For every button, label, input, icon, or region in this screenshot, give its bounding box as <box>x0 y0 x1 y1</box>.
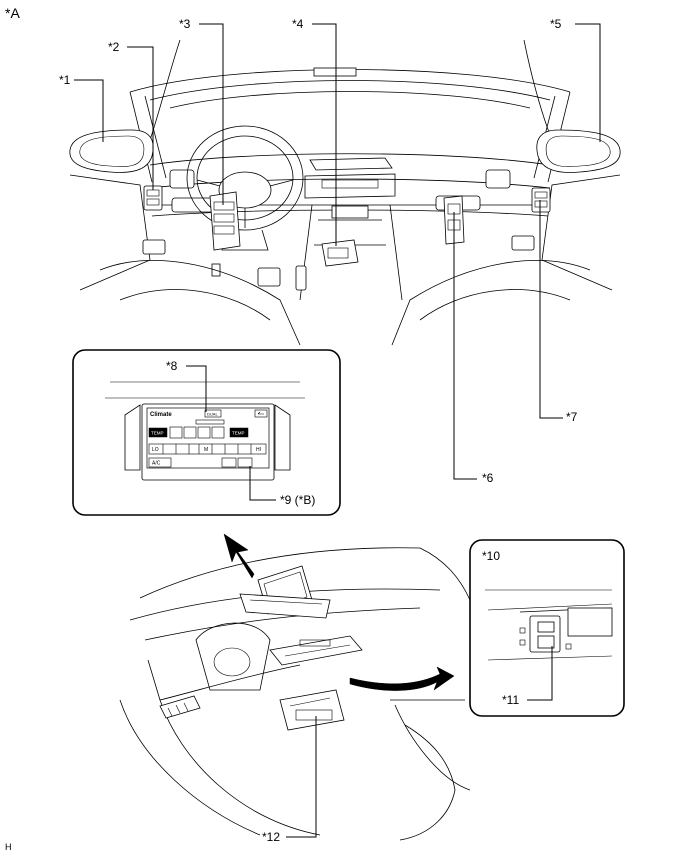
screen-fan-lo: LO <box>152 447 159 453</box>
callout-4: *4 <box>292 17 304 31</box>
dash-perspective-view <box>119 533 471 841</box>
screen-temp-right: TEMP <box>232 431 245 436</box>
callout-6: *6 <box>482 471 494 485</box>
callout-2: *2 <box>108 40 120 54</box>
switch-detail <box>485 589 613 661</box>
callout-5: *5 <box>550 17 562 31</box>
screen-temp-left: TEMP <box>151 431 164 436</box>
callout-9: *9 (*B) <box>280 493 315 507</box>
screen-title: Climate <box>150 412 172 418</box>
screen-fan-hi: HI <box>256 447 261 453</box>
callout-11: *11 <box>502 693 519 707</box>
view-a-label: *A <box>5 5 20 21</box>
interior-view <box>69 39 621 346</box>
callout-12: *12 <box>262 830 280 844</box>
screen-ac-button: A/C <box>152 461 161 467</box>
callout-3: *3 <box>179 17 191 31</box>
corner-code: H <box>5 842 12 852</box>
screen-dual-button: DUAL <box>207 412 218 417</box>
screen-detail: Climate DUAL TEMP TEMP LO M HI A/C <box>105 381 305 481</box>
callout-8: *8 <box>166 359 178 373</box>
callout-10: *10 <box>482 549 500 563</box>
screen-fan-m: M <box>204 447 208 453</box>
callout-1: *1 <box>59 73 71 87</box>
upper-leader-lines <box>74 23 601 480</box>
callout-7: *7 <box>566 410 578 424</box>
